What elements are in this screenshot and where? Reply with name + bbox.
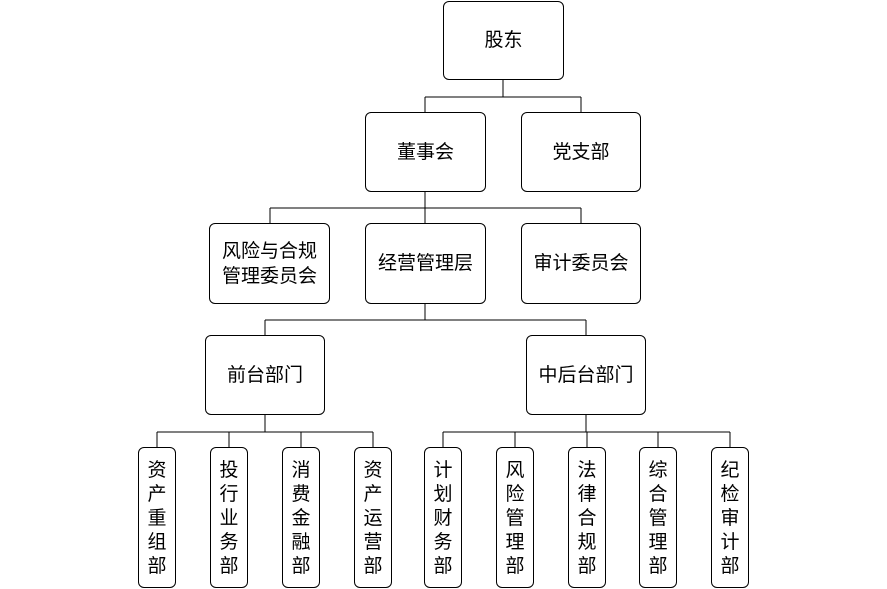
risk-compliance-committee-box: 风险与合规管理委员会	[209, 223, 330, 304]
management-box: 经营管理层	[365, 223, 486, 304]
front-dept-asset-restructuring-box: 资产重组部	[138, 447, 176, 588]
back-dept-risk-management-box: 风险管理部	[496, 447, 534, 588]
back-dept-label: 综合管理部	[648, 458, 668, 577]
back-dept-label: 法律合规部	[577, 458, 597, 577]
back-dept-discipline-audit-box: 纪检审计部	[711, 447, 749, 588]
front-office-box: 前台部门	[205, 335, 325, 415]
audit-committee-box: 审计委员会	[521, 223, 641, 304]
risk-compliance-committee-label: 风险与合规管理委员会	[221, 239, 317, 287]
middle-back-office-label: 中后台部门	[538, 363, 634, 386]
front-dept-label: 资产运营部	[363, 458, 383, 577]
front-dept-label: 资产重组部	[147, 458, 167, 577]
shareholders-box: 股东	[443, 1, 564, 80]
front-dept-investment-banking-box: 投行业务部	[210, 447, 248, 588]
management-label: 经营管理层	[377, 252, 473, 275]
back-dept-general-management-box: 综合管理部	[639, 447, 677, 588]
party-branch-box: 党支部	[521, 112, 641, 192]
back-dept-label: 计划财务部	[433, 458, 453, 577]
audit-committee-label: 审计委员会	[533, 252, 629, 275]
front-dept-label: 投行业务部	[219, 458, 239, 577]
back-dept-label: 纪检审计部	[720, 458, 740, 577]
party-branch-label: 党支部	[552, 140, 610, 163]
front-dept-consumer-finance-box: 消费金融部	[282, 447, 320, 588]
back-dept-label: 风险管理部	[505, 458, 525, 577]
front-office-label: 前台部门	[226, 363, 303, 386]
front-dept-label: 消费金融部	[291, 458, 311, 577]
back-dept-legal-compliance-box: 法律合规部	[568, 447, 606, 588]
shareholders-label: 股东	[484, 29, 523, 52]
board-label: 董事会	[396, 140, 454, 163]
front-dept-asset-operations-box: 资产运营部	[354, 447, 392, 588]
middle-back-office-box: 中后台部门	[526, 335, 646, 415]
board-box: 董事会	[365, 112, 486, 192]
back-dept-planning-finance-box: 计划财务部	[424, 447, 462, 588]
